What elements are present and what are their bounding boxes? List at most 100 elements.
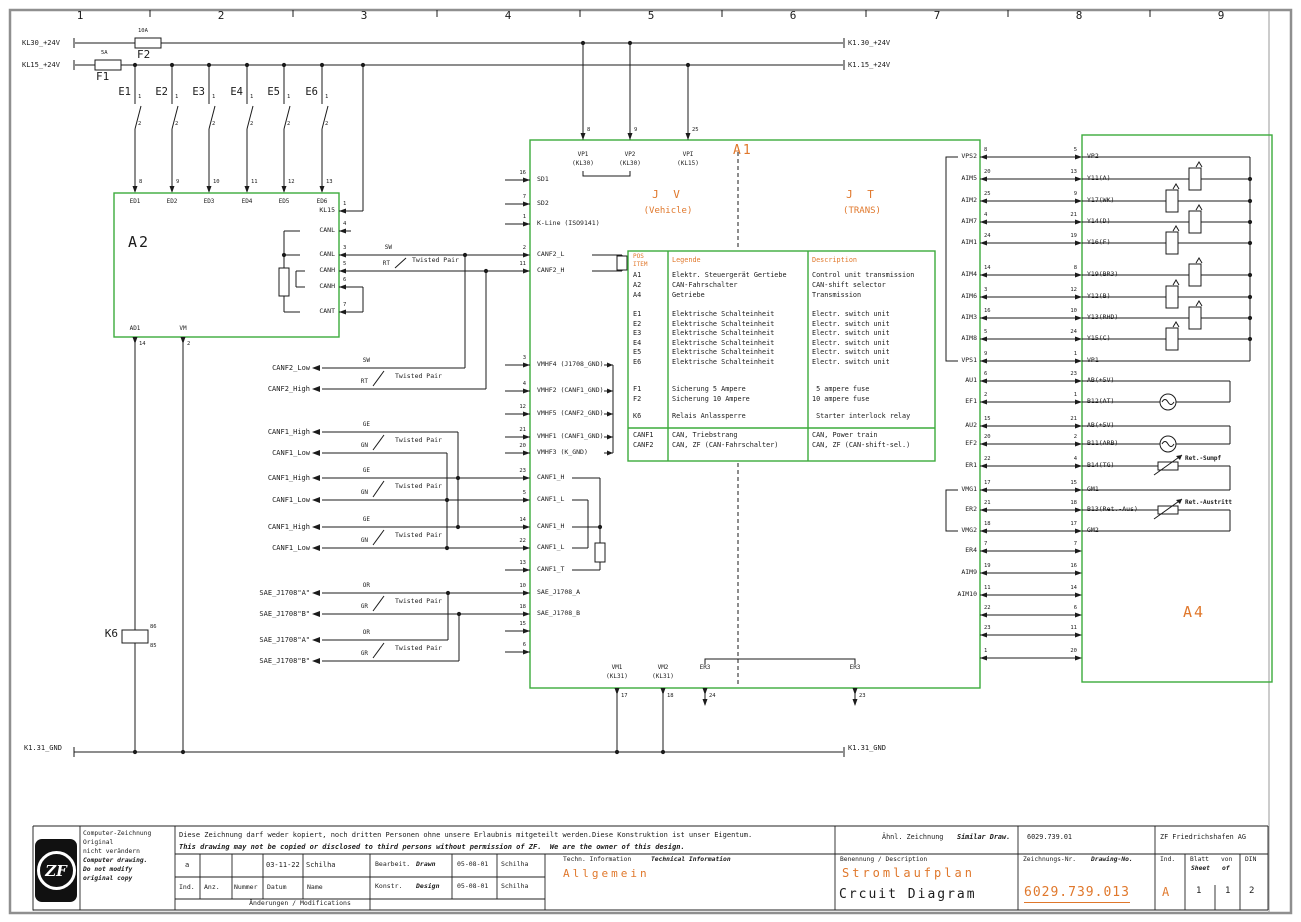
legend-text-en: CAN-shift selector <box>812 281 886 289</box>
grid-column-number: 1 <box>76 9 84 22</box>
pin-label: AU1 <box>965 375 977 384</box>
pin-label: VP1 <box>577 151 589 158</box>
pin-label: (KL15) <box>677 160 699 167</box>
rail-label-kl15-right: K1.15_+24V <box>848 61 891 69</box>
signal-label: SAE_J1708"A" <box>259 635 310 644</box>
grid-column-number: 5 <box>647 9 655 22</box>
fuse-f2-rating: 10A <box>138 28 148 34</box>
wire-color-label: GE <box>362 467 370 474</box>
pin-number: 13 <box>519 560 526 566</box>
legend-text-en: CAN, Power train <box>812 431 878 439</box>
pin-label: VM2 <box>657 664 669 671</box>
wire-color-label: GE <box>362 516 370 523</box>
pin-number: 4 <box>1073 456 1077 462</box>
pin-number: 24 <box>984 233 991 239</box>
pin-number: 12 <box>1070 287 1077 293</box>
pin-number: 14 <box>1070 585 1077 591</box>
switch-label: E3 <box>192 86 205 98</box>
tb-sheet-of-no: 1 <box>1225 886 1231 896</box>
switch-label: E2 <box>155 86 168 98</box>
pin-number: 6 <box>522 642 526 648</box>
tb-drawn-date: 05-08-01 <box>457 860 489 868</box>
pin-label: AIM5 <box>961 173 977 182</box>
pin-number: 3 <box>984 287 988 293</box>
wire-color-label: GN <box>360 537 368 544</box>
pin-label: ED6 <box>316 198 328 205</box>
legend-item: E3 <box>633 329 642 337</box>
switch-label: E5 <box>267 86 280 98</box>
pin-number: 1 <box>138 94 142 100</box>
tb-note-line: Computer drawing. <box>83 857 148 864</box>
pin-number: 23 <box>1070 371 1077 377</box>
pin-number: 2 <box>175 121 179 127</box>
pin-label: SAE_J1708_A <box>537 587 581 596</box>
pin-label: Y14(D) <box>1087 216 1111 225</box>
legend-header-item: ITEM <box>633 261 648 268</box>
pin-number: 18 <box>667 693 674 699</box>
pin-number: 3 <box>522 355 526 361</box>
tb-rev-h-anz: Anz. <box>204 883 220 891</box>
signal-label: CANF1_High <box>267 522 310 531</box>
pin-number: 21 <box>1070 416 1077 422</box>
rail-label-kl30-left: KL30_+24V <box>22 39 60 47</box>
legend-header-pos: POS <box>633 253 644 260</box>
legend-text-de: CAN, Triebstrang <box>672 431 738 439</box>
wire-color-label: OR <box>362 629 370 636</box>
legend-text-de: Elektrische Schalteinheit <box>672 348 775 356</box>
pin-label: AB(+5V) <box>1087 420 1115 429</box>
pin-label: AIM4 <box>961 269 977 278</box>
pin-label: CANF1_H <box>537 521 565 530</box>
legend-text-en: Electr. switch unit <box>812 319 890 328</box>
pin-number: 1 <box>175 94 179 100</box>
pin-label: (KL30) <box>572 160 594 167</box>
a4-annotation-ret-sumpf: Ret.-Sumpf <box>1185 455 1222 462</box>
pin-number: 2 <box>250 121 254 127</box>
tb-company: ZF Friedrichshafen AG <box>1160 833 1246 841</box>
pin-label: CANF1_L <box>537 494 565 503</box>
signal-label: CANF2_High <box>267 384 310 393</box>
pin-label: EF2 <box>965 438 977 447</box>
pin-number: 18 <box>519 604 526 610</box>
pin-label: AIM3 <box>961 312 977 321</box>
pin-label: Y15(C) <box>1087 333 1111 342</box>
pin-label: ED2 <box>166 198 178 205</box>
pin-number: 17 <box>1070 521 1077 527</box>
legend-item: A4 <box>633 291 642 299</box>
pin-label: AIM1 <box>961 237 977 246</box>
pin-number: 2 <box>212 121 216 127</box>
switch-label: E1 <box>118 86 131 98</box>
legend-text-de: Elektrische Schalteinheit <box>672 329 775 337</box>
signal-label: CANF1_Low <box>272 543 310 552</box>
tb-drawn-name: Schilha <box>501 860 529 868</box>
pin-number: 5 <box>343 261 347 267</box>
pin-label: VMHF2 (CANF1_GND) <box>537 385 604 394</box>
pin-number: 6 <box>343 277 347 283</box>
pin-number: 12 <box>519 404 526 410</box>
pin-number: 1 <box>522 214 526 220</box>
pin-number: 15 <box>984 416 991 422</box>
legend-item: F1 <box>633 385 642 393</box>
pin-number: 11 <box>984 585 991 591</box>
tb-rev-h-nummer: Nummer <box>234 883 258 891</box>
pin-number: 4 <box>522 381 526 387</box>
pin-label: CANF2_H <box>537 265 565 274</box>
pin-number: 1 <box>212 94 216 100</box>
pin-label: Y16(F) <box>1087 237 1111 246</box>
pin-number: 7 <box>522 194 526 200</box>
grid-column-number: 9 <box>1217 9 1225 22</box>
rail-label-gnd-right: K1.31_GND <box>848 744 886 752</box>
a4-annotation-ret-austritt: Ret.-Austritt <box>1185 499 1232 506</box>
pin-label: AIM7 <box>961 216 977 225</box>
tb-rev-h-datum: Datum <box>267 883 287 891</box>
pin-label: (KL30) <box>619 160 641 167</box>
signal-label: SAE_J1708"A" <box>259 588 310 597</box>
pin-number: 1 <box>250 94 254 100</box>
rail-label-kl30-right: K1.30_+24V <box>848 39 891 47</box>
legend-text-de: Elektrische Schalteinheit <box>672 319 775 328</box>
pin-number: 24 <box>1070 329 1077 335</box>
legend-text-de: Sicherung 5 Ampere <box>672 385 746 393</box>
pin-label: VMHF3 (K_GND) <box>537 447 588 456</box>
signal-label: SAE_J1708"B" <box>259 609 310 618</box>
pin-number: 10 <box>1070 308 1077 314</box>
signal-label: CANF2_Low <box>272 363 310 372</box>
